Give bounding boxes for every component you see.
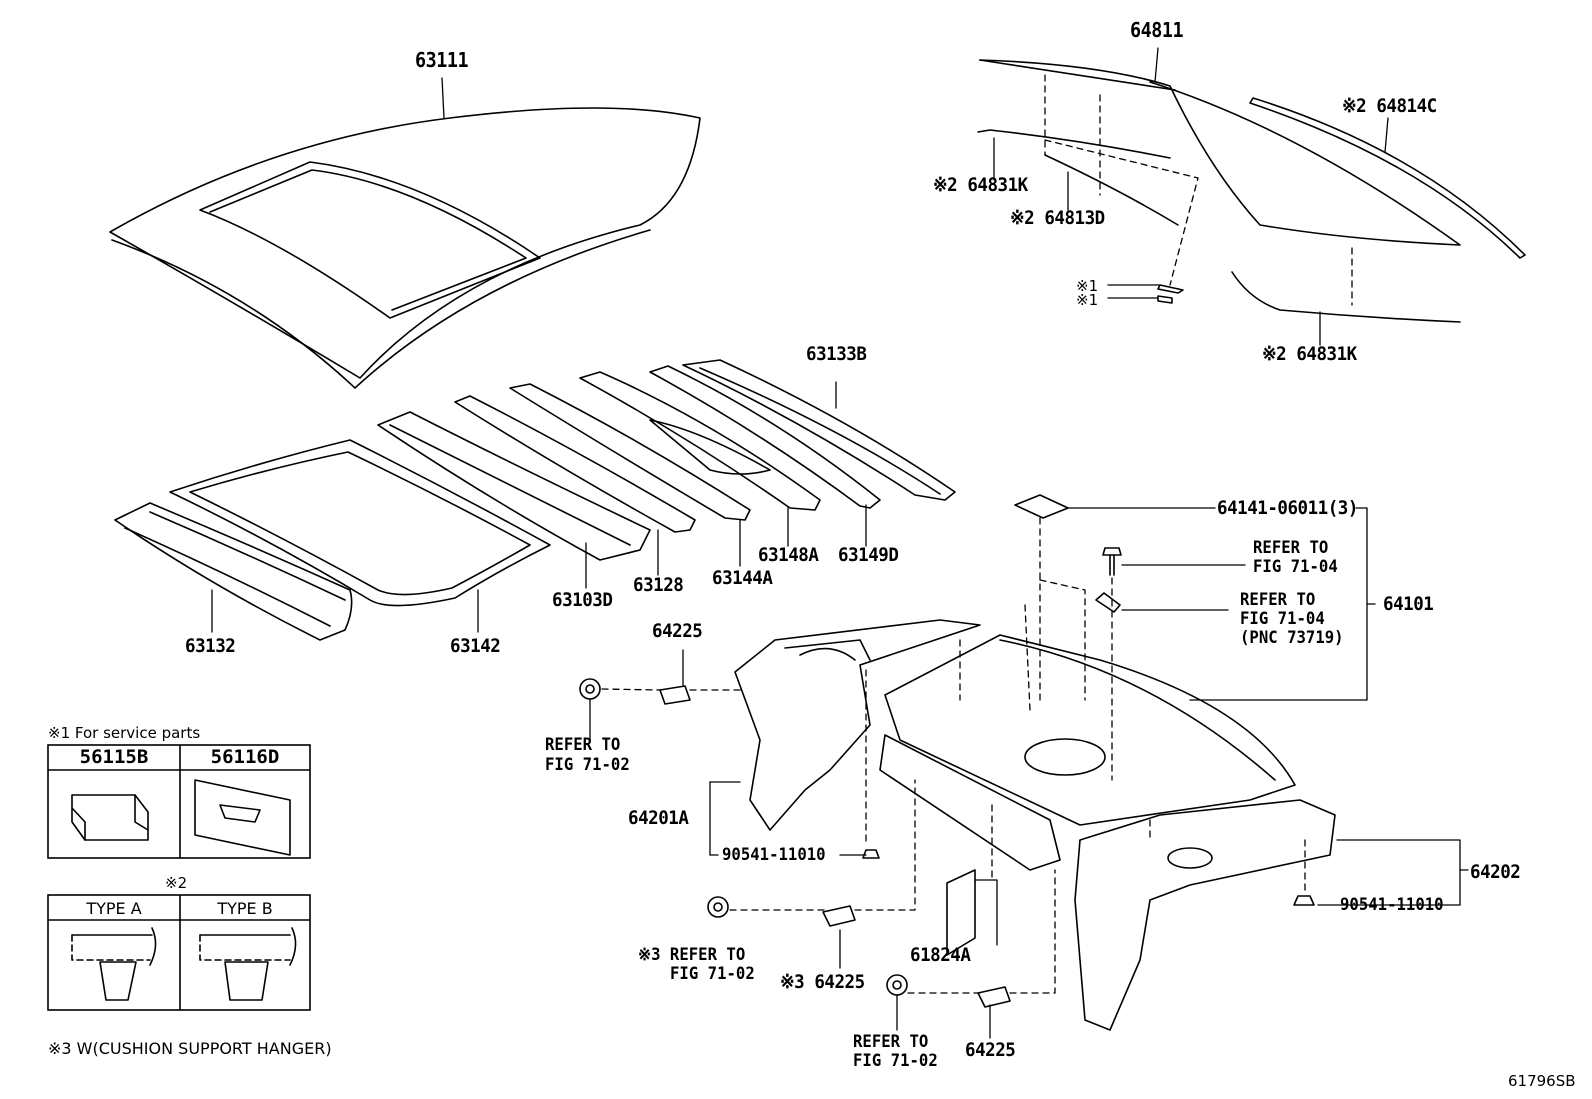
hanger-icon-c [977, 986, 1011, 1008]
part-label-63148A: 63148A [758, 544, 819, 566]
legend-illustrations [71, 779, 297, 1001]
part-label-61824A: 61824A [910, 944, 971, 966]
nut-icon-bottom [886, 974, 908, 996]
quarter-panel-64201A [734, 619, 981, 831]
dashed-guides [601, 74, 1353, 994]
part-label-90541-b: 90541-11010 [1340, 895, 1444, 915]
refer-fig-71-04-b-line2[interactable]: FIG 71-04 [1240, 609, 1325, 629]
bracket-61824A [946, 869, 976, 956]
refer-fig-71-02-c-line1[interactable]: REFER TO [853, 1032, 929, 1052]
plug-icon-b [1293, 895, 1315, 906]
part-label-63128: 63128 [633, 574, 684, 596]
legend-note-1: ※1 For service parts [48, 724, 201, 742]
legend-table1-col2: 56116D [210, 746, 280, 768]
refer-fig-71-02-c-line2[interactable]: FIG 71-02 [853, 1051, 938, 1071]
roof-bow-63133B [682, 359, 956, 501]
part-label-64814C: ※2 64814C [1342, 95, 1437, 117]
part-label-64141: 64141-06011(3) [1217, 497, 1358, 519]
refer-fig-71-02-b-line2[interactable]: FIG 71-02 [670, 964, 755, 984]
legend-note-2: ※2 [165, 874, 188, 892]
legend-table2-col1: TYPE A [86, 899, 142, 918]
diagram-code: 61796SB [1508, 1072, 1576, 1090]
roof-bow-63128 [454, 395, 696, 533]
part-label-64811: 64811 [1130, 18, 1184, 42]
front-header-63132 [114, 502, 353, 641]
part-label-63103D: 63103D [552, 589, 613, 611]
hanger-icon-a [659, 685, 691, 705]
roof-bow-63103D [377, 411, 651, 561]
part-label-64101: 64101 [1383, 593, 1434, 615]
nut-icon-middle [707, 896, 729, 918]
service-note-mark-a: ※1 [1076, 277, 1099, 295]
refer-fig-71-04-a-line1[interactable]: REFER TO [1253, 538, 1329, 558]
part-label-63142: 63142 [450, 635, 501, 657]
legend-table2-col2: TYPE B [217, 899, 273, 918]
part-label-63111: 63111 [415, 48, 469, 72]
legend-note-3: ※3 W(CUSHION SUPPORT HANGER) [48, 1039, 332, 1058]
part-label-64225-b: ※3 64225 [780, 971, 865, 993]
bolt-icon [1102, 547, 1122, 576]
refer-fig-71-02-a-line1[interactable]: REFER TO [545, 735, 621, 755]
refer-fig-71-02-a-line2[interactable]: FIG 71-02 [545, 755, 630, 775]
leader-lines [211, 47, 1469, 1039]
refer-fig-71-02-b-line1[interactable]: ※3 REFER TO [638, 945, 746, 965]
refer-pnc-73719: (PNC 73719) [1240, 628, 1344, 648]
part-label-90541-a: 90541-11010 [722, 845, 826, 865]
seal-plate-64141 [1014, 494, 1069, 519]
part-label-64201A: 64201A [628, 807, 689, 829]
part-label-63133B: 63133B [806, 343, 867, 365]
legend-table-borders [47, 744, 311, 1011]
part-label-63144A: 63144A [712, 567, 773, 589]
nut-icon-left [579, 678, 601, 700]
legend-table1-col1: 56115B [79, 746, 149, 768]
part-label-63149D: 63149D [838, 544, 899, 566]
refer-fig-71-04-a-line2[interactable]: FIG 71-04 [1253, 557, 1338, 577]
roof-bow-63144A [509, 383, 751, 521]
roof-frame-63142 [169, 439, 551, 607]
roof-bow-63149D [649, 365, 881, 509]
plug-icon-a [862, 849, 880, 859]
part-label-64202: 64202 [1470, 861, 1521, 883]
package-tray-64101 [879, 634, 1296, 871]
hanger-icon-b [822, 905, 856, 927]
part-label-63132: 63132 [185, 635, 236, 657]
side-bracket-64202 [1074, 799, 1336, 1031]
back-window-64811 [977, 59, 1526, 323]
part-label-64225-a: 64225 [652, 620, 703, 642]
roof-panel-63111 [109, 107, 701, 389]
refer-fig-71-04-b-line1[interactable]: REFER TO [1240, 590, 1316, 610]
part-label-64831K-bottom: ※2 64831K [1262, 343, 1357, 365]
part-label-64225-c: 64225 [965, 1039, 1016, 1061]
clip-icon [1095, 592, 1121, 613]
roof-bow-63148A [579, 371, 821, 511]
service-note-mark-b: ※1 [1076, 291, 1099, 309]
part-label-64831K-top: ※2 64831K [933, 174, 1028, 196]
part-label-64813D: ※2 64813D [1010, 207, 1105, 229]
